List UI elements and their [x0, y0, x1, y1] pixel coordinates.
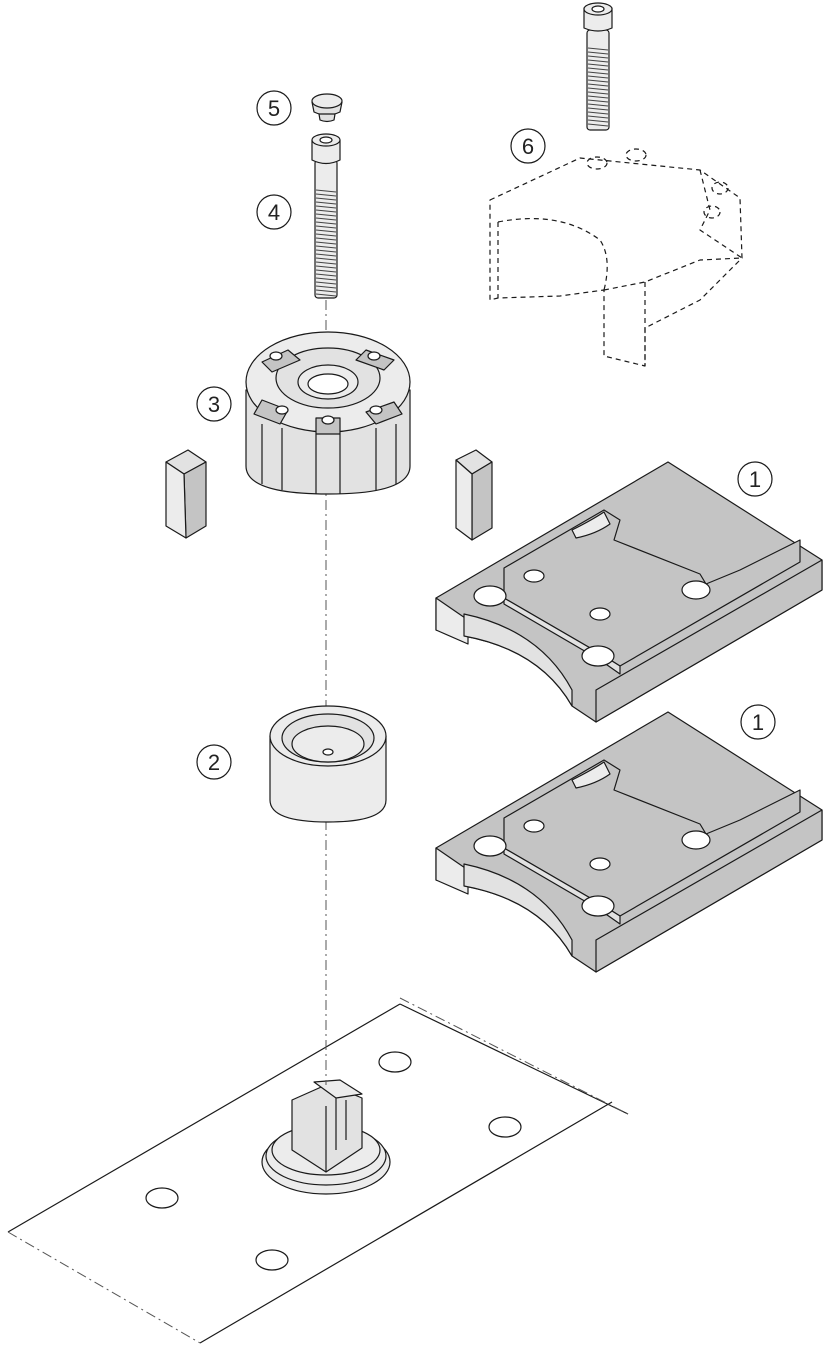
thread-line [587, 71, 609, 75]
thread-line [587, 95, 609, 99]
thread-line [315, 233, 337, 237]
thread-line [315, 253, 337, 257]
callout-label: 1 [749, 467, 761, 492]
bushing [269, 705, 387, 823]
thread-line [315, 261, 337, 265]
callout-label: 5 [268, 96, 280, 121]
thread-line [315, 225, 337, 229]
callout-6: 6 [510, 128, 546, 164]
thread-line [587, 79, 609, 83]
thread-line [315, 205, 337, 209]
callout-label: 1 [752, 710, 764, 735]
callout-label: 6 [522, 134, 534, 159]
thread-line [315, 221, 337, 225]
cap [311, 93, 343, 123]
clamp-block-outline [489, 148, 743, 367]
thread-line [587, 107, 609, 111]
callout-2: 2 [196, 744, 232, 780]
thread-line [587, 119, 609, 123]
thread-line [587, 67, 609, 71]
callout-label: 2 [208, 750, 220, 775]
thread-line [315, 293, 337, 297]
thread-line [315, 249, 337, 253]
callout-4: 4 [256, 194, 292, 230]
thread-line [587, 103, 609, 107]
thread-line [315, 277, 337, 281]
base-plate [7, 997, 629, 1344]
thread-line [315, 193, 337, 197]
thread-line [315, 229, 337, 233]
callout-label: 4 [268, 200, 280, 225]
thread-line [587, 75, 609, 79]
right-bracket [455, 449, 493, 541]
left-bracket [165, 449, 207, 539]
thread-line [315, 281, 337, 285]
callout-1-upper: 1 [737, 461, 773, 497]
thread-line [587, 59, 609, 63]
thread-line [315, 265, 337, 269]
thread-line [587, 111, 609, 115]
thread-line [587, 87, 609, 91]
callout-3: 3 [196, 386, 232, 422]
thread-line [315, 289, 337, 293]
thread-line [587, 83, 609, 87]
screw [311, 133, 341, 299]
jaw-plate-upper [435, 461, 823, 723]
thread-line [587, 55, 609, 59]
thread-line [587, 115, 609, 119]
thread-line [315, 241, 337, 245]
jaw-plate-lower [435, 711, 823, 973]
thread-line [587, 99, 609, 103]
thread-line [315, 237, 337, 241]
thread-line [315, 201, 337, 205]
thread-line [315, 209, 337, 213]
thread-line [315, 217, 337, 221]
thread-line [315, 257, 337, 261]
thread-line [315, 245, 337, 249]
thread-line [587, 63, 609, 67]
thread-line [315, 269, 337, 273]
thread-line [587, 47, 609, 51]
screw-top [583, 2, 613, 131]
thread-line [315, 189, 337, 193]
callout-label: 3 [208, 392, 220, 417]
thread-line [315, 197, 337, 201]
thread-line [315, 285, 337, 289]
callout-5: 5 [256, 90, 292, 126]
clamp-nut [245, 331, 411, 495]
callout-1-lower: 1 [740, 704, 776, 740]
thread-line [587, 123, 609, 127]
thread-line [587, 51, 609, 55]
thread-line [315, 273, 337, 277]
thread-line [587, 91, 609, 95]
thread-line [315, 213, 337, 217]
